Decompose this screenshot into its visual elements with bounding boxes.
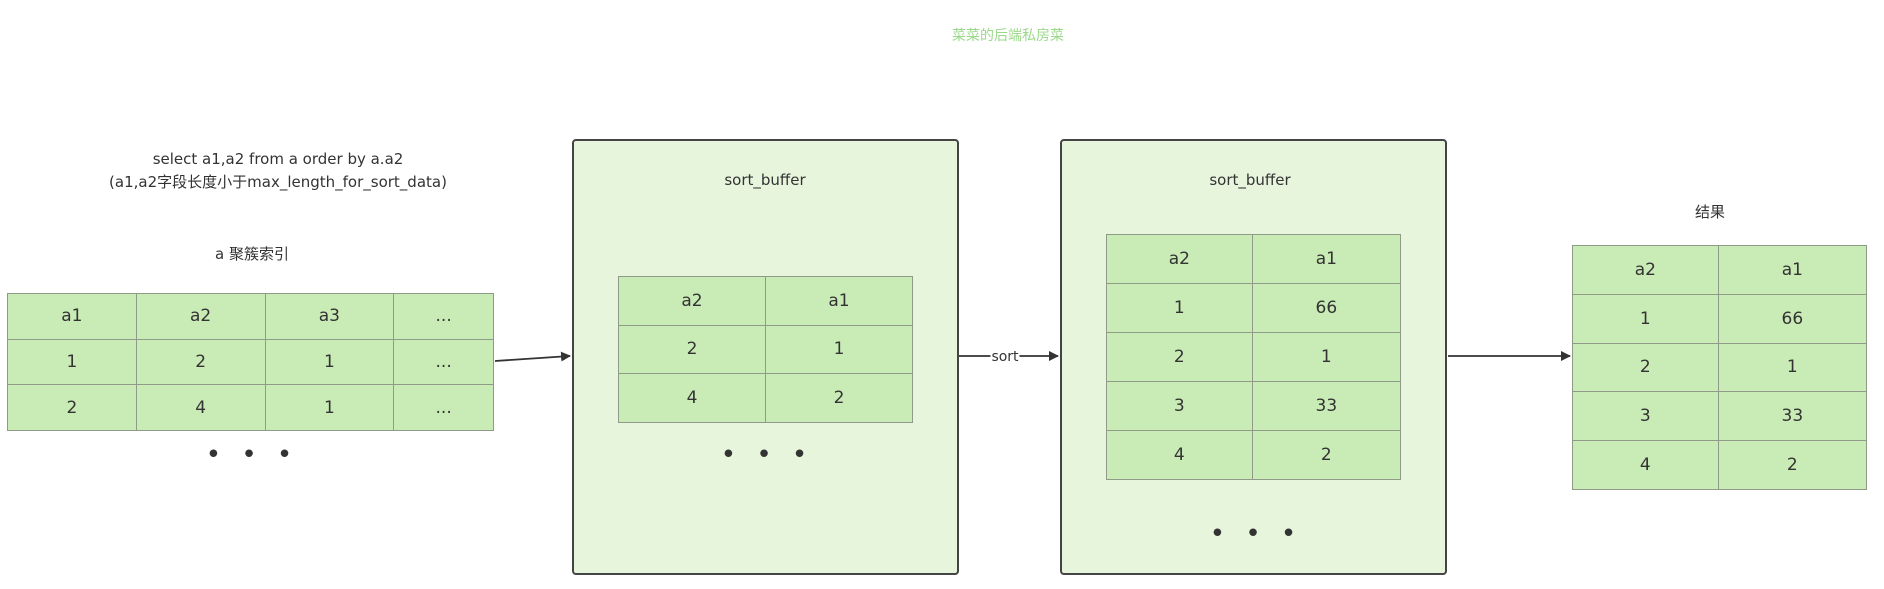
header-cell: a2: [1106, 234, 1253, 284]
table-cell: 1: [765, 324, 913, 375]
table-cell: 33: [1251, 381, 1402, 431]
table-cell: 1: [264, 384, 395, 431]
ellipsis: • • •: [720, 440, 814, 470]
table-cell: 33: [1717, 391, 1868, 442]
table-cell: 4: [135, 384, 266, 431]
watermark: 菜菜的后端私房菜: [952, 28, 1064, 44]
table-cell: ...: [393, 384, 494, 431]
sort-arrow-label: sort: [990, 349, 1020, 365]
header-cell: a1: [1717, 245, 1868, 295]
table-cell: 2: [1717, 440, 1868, 490]
table-cell: 4: [1106, 430, 1253, 480]
query-text: select a1,a2 from a order by a.a2: [152, 150, 404, 168]
table-cell: 3: [1106, 381, 1253, 431]
table-cell: 2: [1572, 342, 1719, 393]
header-cell: a2: [1572, 245, 1719, 295]
header-cell: a3: [264, 293, 395, 340]
header-cell: a1: [765, 276, 913, 326]
table-cell: 1: [1251, 332, 1402, 382]
query-note: (a1,a2字段长度小于max_length_for_sort_data): [109, 173, 447, 191]
table-cell: ...: [393, 338, 494, 386]
table-cell: 1: [264, 338, 395, 386]
result-title: 结果: [1694, 203, 1726, 221]
sort-buffer-title-2: sort_buffer: [1209, 171, 1291, 189]
index-table-title: a 聚簇索引: [215, 245, 289, 263]
table-cell: 2: [7, 384, 137, 431]
table-cell: 1: [7, 338, 137, 386]
table-cell: 2: [1251, 430, 1402, 480]
header-cell: a1: [1251, 234, 1402, 284]
header-cell: a1: [7, 293, 137, 340]
sort-buffer-title-1: sort_buffer: [724, 171, 806, 189]
table-cell: 4: [1572, 440, 1719, 490]
table-cell: 2: [765, 373, 913, 423]
table-cell: 66: [1251, 283, 1402, 333]
table-cell: 2: [1106, 332, 1253, 382]
header-cell: a2: [135, 293, 266, 340]
table-cell: 4: [618, 373, 766, 423]
ellipsis: • • •: [1209, 519, 1303, 549]
table-cell: 66: [1717, 293, 1868, 344]
table-cell: 1: [1106, 283, 1253, 333]
header-cell: a2: [618, 276, 766, 326]
arrow-index-to-buffer: [494, 351, 571, 362]
table-cell: 3: [1572, 391, 1719, 442]
table-cell: 2: [618, 324, 766, 375]
table-cell: 1: [1572, 293, 1719, 344]
table-cell: 1: [1717, 342, 1868, 393]
ellipsis: • • •: [205, 440, 299, 470]
table-cell: 2: [135, 338, 266, 386]
header-cell: ...: [393, 293, 494, 340]
